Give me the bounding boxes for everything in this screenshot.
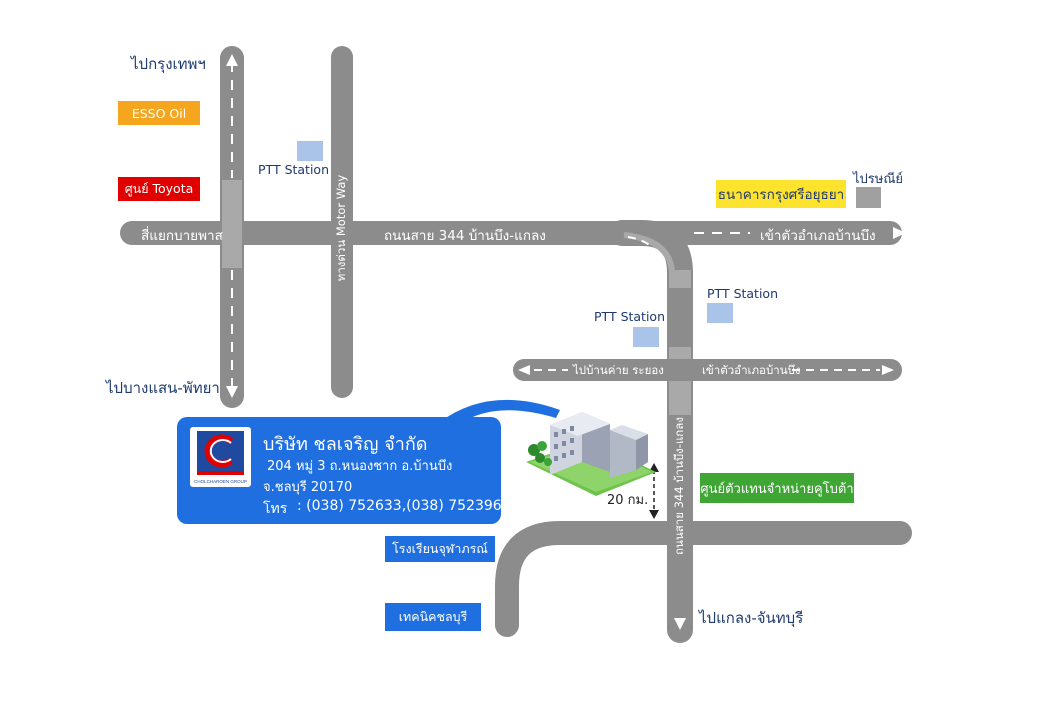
post-office-marker (856, 187, 881, 208)
toyota-tag: ศูนย์ Toyota (118, 177, 200, 201)
company-address-1: 204 หมู่ 3 ถ.หนองชาก อ.บ้านบึง (267, 459, 453, 474)
road-middle-horizontal (513, 359, 902, 381)
school-tag: โรงเรียนจุฬาภรณ์ (385, 536, 495, 562)
company-callout: CHOLCHAROEN GROUP บริษัท ชลเจริญ จำกัด 2… (177, 417, 502, 524)
vertical-344-label: ถนนสาย 344 บ้านบึง-แกลง (672, 417, 686, 555)
ptt-station-2-marker (633, 327, 659, 347)
company-logo: CHOLCHAROEN GROUP (190, 427, 251, 487)
company-phone-label: โทร (263, 501, 288, 517)
road-lower (495, 521, 912, 637)
company-address-2: จ.ชลบุรี 20170 (263, 480, 353, 495)
ptt-station-3-label: PTT Station (707, 286, 779, 301)
road-motorway (331, 46, 353, 398)
tech-college-tag: เทคนิคชลบุรี (385, 603, 481, 631)
ptt-station-1-marker (297, 141, 323, 161)
svg-text:CHOLCHAROEN GROUP: CHOLCHAROEN GROUP (194, 479, 247, 484)
banbueng-mid-label: เข้าตัวอำเภอบ้านบึง (702, 363, 801, 377)
cholcharoen-logo-icon: CHOLCHAROEN GROUP (194, 431, 247, 484)
esso-tag: ESSO Oil (118, 101, 200, 125)
banbueng-top-label: เข้าตัวอำเภอบ้านบึง (760, 228, 876, 244)
to-bangsaen-label: ไปบางแสน-พัทยา (106, 379, 220, 397)
main-road-label: ถนนสาย 344 บ้านบึง-แกลง (384, 228, 546, 244)
post-office-label: ไปรษณีย์ (853, 172, 904, 187)
company-name: บริษัท ชลเจริญ จำกัด (263, 434, 428, 455)
bank-tag: ธนาคารกรุงศรีอยุธยา (716, 180, 846, 208)
kubota-tag: ศูนย์ตัวแทนจำหน่ายคูโบต้า (700, 473, 854, 503)
motorway-label: ทางด่วน Motor Way (334, 174, 348, 282)
distance-arrow (649, 463, 659, 519)
ptt-station-2-label: PTT Station (594, 309, 666, 324)
road-344-horizontal (120, 221, 906, 245)
ptt-station-1-label: PTT Station (258, 162, 330, 177)
junction-label: สี่แยกบายพาส (141, 228, 223, 244)
to-klaeng-label: ไปแกลง-จันทบุรี (699, 609, 804, 627)
factory-building-icon (526, 412, 656, 496)
distance-label: 20 กม. (607, 493, 649, 508)
company-phone: : (038) 752633,(038) 752396 (297, 498, 502, 514)
ptt-station-3-marker (707, 303, 733, 323)
camp-rayong-label: ไปบ้านค่าย ระยอง (573, 363, 664, 377)
to-bangkok-label: ไปกรุงเทพฯ (131, 55, 206, 73)
road-left-vertical (220, 46, 244, 408)
